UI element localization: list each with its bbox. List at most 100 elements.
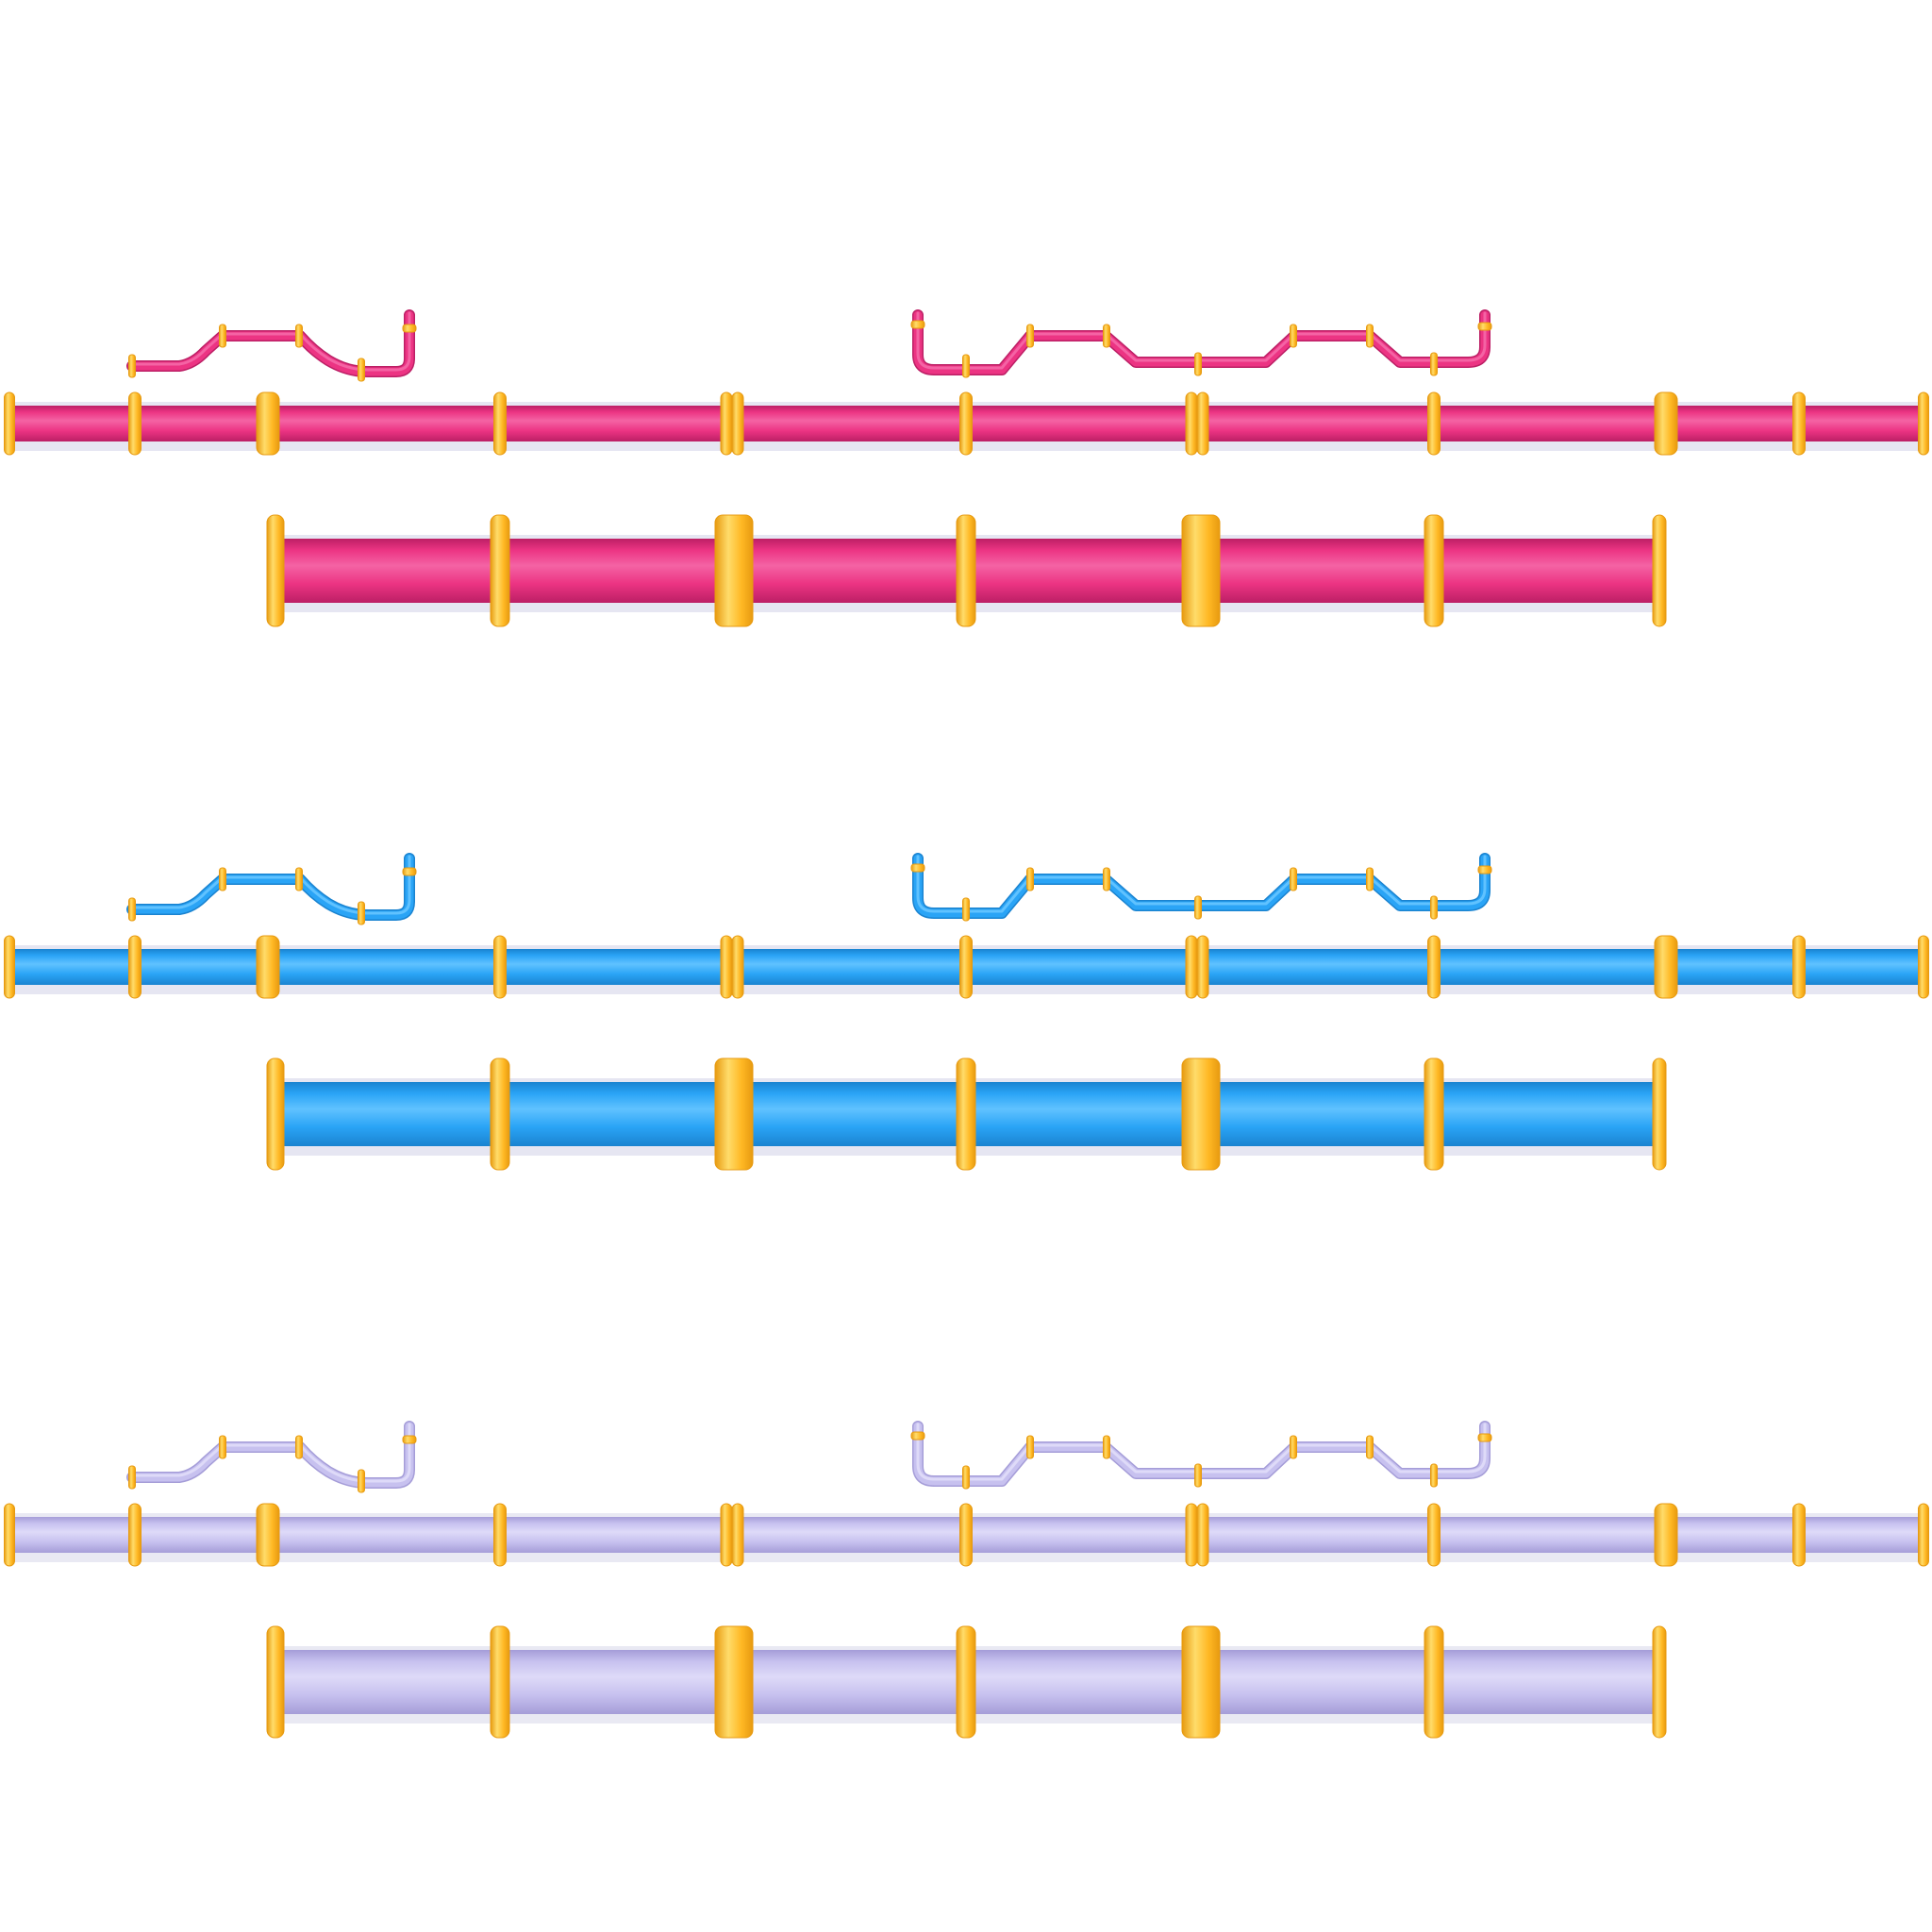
thin-pipe-flange — [1918, 1503, 1929, 1567]
fat-pipe-flange — [490, 1625, 510, 1739]
thin-pipe-flange — [1792, 391, 1806, 456]
fat-pipe-flange — [1424, 514, 1444, 627]
thin-pipe-flange — [256, 935, 280, 999]
thin-pipe-flange — [1196, 391, 1209, 456]
thin-pipe-flange — [1427, 1503, 1441, 1567]
small-tube-highlight — [130, 311, 411, 372]
thin-pipe-flange — [1196, 1503, 1209, 1567]
thin-pipe-flange — [128, 935, 142, 999]
thin-pipe-flange — [256, 1503, 280, 1567]
small-flange — [1026, 324, 1034, 348]
small-flange — [402, 867, 417, 876]
small-flange — [219, 867, 226, 891]
thin-pipe-flange — [1427, 391, 1441, 456]
thin-pipe-flange — [128, 1503, 142, 1567]
small-tube — [127, 854, 414, 920]
fat-pipe-flange — [1652, 1625, 1667, 1739]
thin-pipe-flange — [1918, 391, 1929, 456]
small-flange — [1290, 867, 1297, 891]
small-flange — [1477, 865, 1492, 874]
thin-pipe-flange — [1654, 391, 1678, 456]
small-flange — [295, 867, 303, 891]
small-flange — [1430, 352, 1438, 376]
thin-pipe-flange — [1185, 935, 1198, 999]
thin-pipe-flange — [128, 391, 142, 456]
thin-pipe-flange — [1792, 1503, 1806, 1567]
fat-pipe-flange — [956, 514, 976, 627]
pipe-set-blue — [4, 853, 1929, 1171]
thin-pipe-flange — [959, 391, 973, 456]
small-flange — [1103, 1435, 1110, 1459]
thin-pipe-flange — [493, 391, 507, 456]
small-flange — [1103, 324, 1110, 348]
thin-pipe-flange — [731, 935, 744, 999]
small-flange — [1290, 324, 1297, 348]
fat-pipe-flange — [714, 1058, 754, 1171]
thin-pipe-flange — [4, 391, 15, 456]
thin-pipe-flange — [731, 1503, 744, 1567]
small-flange — [1194, 352, 1202, 376]
thin-pipe-flange — [959, 935, 973, 999]
small-flange — [1194, 895, 1202, 920]
small-flange — [128, 1465, 136, 1490]
thin-pipe-flange — [1196, 935, 1209, 999]
thin-pipe-flange — [1654, 1503, 1678, 1567]
fat-pipe-flange — [1652, 1058, 1667, 1171]
thin-pipe-flange — [720, 935, 733, 999]
pipe-set-magenta — [4, 309, 1929, 627]
small-flange — [1366, 867, 1374, 891]
small-flange — [962, 1465, 970, 1490]
small-tube-highlight — [130, 1423, 411, 1483]
fat-pipe-flange — [1424, 1625, 1444, 1739]
fat-pipe-flange — [956, 1625, 976, 1739]
small-flange — [1194, 1463, 1202, 1488]
fat-pipe-flange — [1424, 1058, 1444, 1171]
thin-pipe-flange — [1918, 935, 1929, 999]
small-flange — [295, 1435, 303, 1459]
thin-pipe-flange — [4, 1503, 15, 1567]
small-flange — [219, 324, 226, 348]
small-flange — [1026, 1435, 1034, 1459]
fat-pipe-flange — [266, 1058, 285, 1171]
small-flange — [1366, 324, 1374, 348]
thin-pipe-flange — [720, 1503, 733, 1567]
small-flange — [219, 1435, 226, 1459]
small-flange — [402, 1435, 417, 1444]
thin-pipe-flange — [4, 935, 15, 999]
pipe-set-lavender — [4, 1421, 1929, 1739]
thin-pipe-flange — [959, 1503, 973, 1567]
thin-pipe-flange — [731, 391, 744, 456]
small-tube — [127, 310, 414, 376]
small-flange — [1366, 1435, 1374, 1459]
fat-pipe-flange — [490, 1058, 510, 1171]
fat-pipe-flange — [714, 514, 754, 627]
thin-pipe-flange — [493, 1503, 507, 1567]
small-flange — [295, 324, 303, 348]
small-flange — [910, 320, 925, 329]
fat-pipe-flange — [1652, 514, 1667, 627]
small-flange — [1430, 895, 1438, 920]
small-flange — [358, 1469, 365, 1493]
fat-pipe-flange — [714, 1625, 754, 1739]
small-flange — [910, 863, 925, 873]
thin-pipe-flange — [1427, 935, 1441, 999]
small-flange — [128, 354, 136, 378]
small-tube-highlight — [130, 855, 411, 915]
small-flange — [128, 897, 136, 922]
thin-pipe-flange — [493, 935, 507, 999]
small-flange — [402, 324, 417, 333]
fat-pipe-flange — [266, 514, 285, 627]
thin-pipe-flange — [1654, 935, 1678, 999]
fat-pipe-flange — [956, 1058, 976, 1171]
fat-pipe-flange — [1181, 1625, 1221, 1739]
fat-pipe-flange — [1181, 1058, 1221, 1171]
thin-pipe-flange — [1185, 391, 1198, 456]
small-flange — [1477, 322, 1492, 331]
thin-pipe-flange — [1792, 935, 1806, 999]
small-flange — [358, 358, 365, 382]
thin-pipe-flange — [720, 391, 733, 456]
small-tube — [127, 1422, 414, 1488]
small-flange — [358, 901, 365, 925]
small-flange — [962, 897, 970, 922]
